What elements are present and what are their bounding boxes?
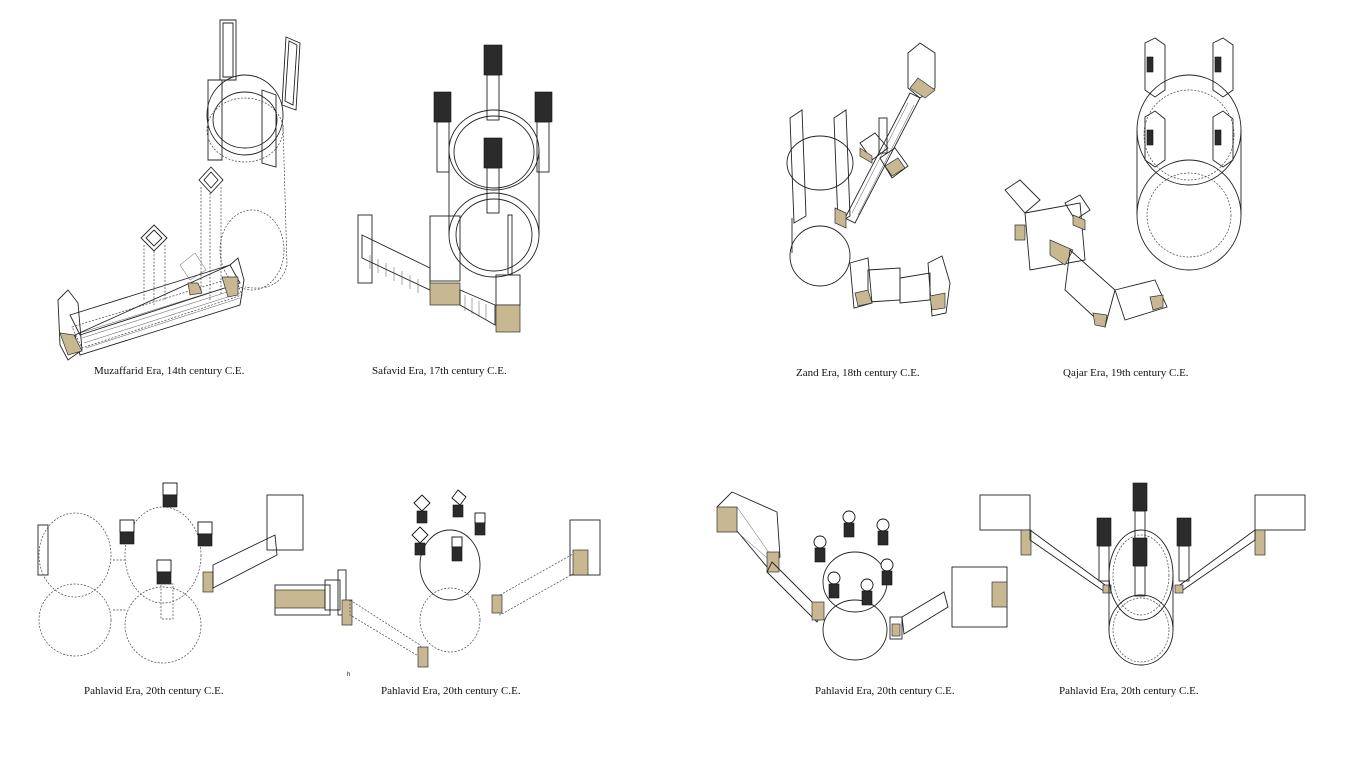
isometric-axonometric-pahlavid-3 [716,491,1008,661]
isometric-axonometric-muzaffarid [57,19,301,361]
caption-pahlavid-1: Pahlavid Era, 20th century C.E. [84,685,224,697]
plan-pahlavid-1 [37,482,304,664]
drawing-pahlavid-1 [35,480,315,664]
caption-pahlavid-2: Pahlavid Era, 20th century C.E. [381,685,521,697]
caption-zand: Zand Era, 18th century C.E. [796,367,920,379]
drawing-muzaffarid [40,15,320,361]
caption-pahlavid-3: Pahlavid Era, 20th century C.E. [815,685,955,697]
isometric-axonometric-pahlavid-2 [274,489,601,668]
drawing-zand [780,38,960,323]
stray-mark: ʰ [347,670,351,680]
caption-qajar: Qajar Era, 19th century C.E. [1063,367,1189,379]
drawing-safavid [350,40,553,340]
caption-pahlavid-4: Pahlavid Era, 20th century C.E. [1059,685,1199,697]
drawing-pahlavid-2 [270,485,610,670]
drawing-pahlavid-4 [975,480,1310,670]
plan-pahlavid-4 [979,482,1306,666]
drawing-qajar [995,35,1242,340]
isometric-axonometric-zand [786,42,951,317]
drawing-pahlavid-3 [712,482,1012,667]
caption-safavid: Safavid Era, 17th century C.E. [372,365,507,377]
caption-muzaffarid: Muzaffarid Era, 14th century C.E. [94,365,245,377]
isometric-axonometric-qajar [1004,37,1242,328]
plan-safavid [357,44,553,333]
